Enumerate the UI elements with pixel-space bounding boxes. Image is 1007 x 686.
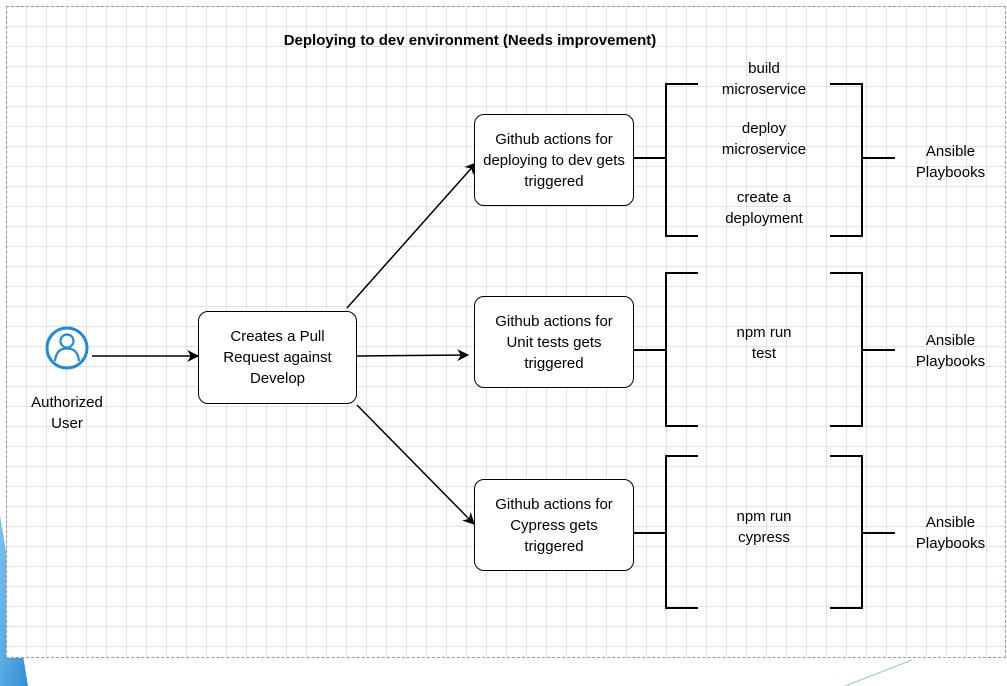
- slide-accent-line: [844, 659, 913, 686]
- actor-label: Authorized User: [31, 394, 103, 432]
- steps-bracket-unit-tests: [634, 272, 895, 427]
- workflow-box-unit-tests: Github actions for Unit tests gets trigg…: [474, 296, 634, 388]
- steps-bracket-deploy: [634, 83, 895, 237]
- arrow-pull-request-to-unit-test-workflow: [356, 349, 470, 362]
- user-icon: [45, 326, 89, 370]
- tool-label: Ansible Playbooks: [915, 332, 986, 370]
- tool-label: Ansible Playbooks: [915, 514, 986, 552]
- arrow-pull-request-to-deploy-workflow: [346, 162, 477, 309]
- workflow-box-deploy: Github actions for deploying to dev gets…: [474, 114, 634, 206]
- steps-bracket-cypress: [634, 455, 895, 609]
- step-label: npm run cypress: [736, 508, 792, 546]
- step-label: deploy microservice: [721, 120, 807, 158]
- workflow-box-cypress: Github actions for Cypress gets triggere…: [474, 479, 634, 571]
- pull-request-box: Creates a Pull Request against Develop: [198, 311, 357, 404]
- arrow-pull-request-to-cypress-workflow: [356, 404, 475, 525]
- step-label: create a deployment: [725, 189, 803, 227]
- step-label: build microservice: [721, 60, 807, 98]
- step-label: npm run test: [736, 324, 792, 362]
- tool-label: Ansible Playbooks: [915, 143, 986, 181]
- diagram-title: Deploying to dev environment (Needs impr…: [283, 32, 657, 49]
